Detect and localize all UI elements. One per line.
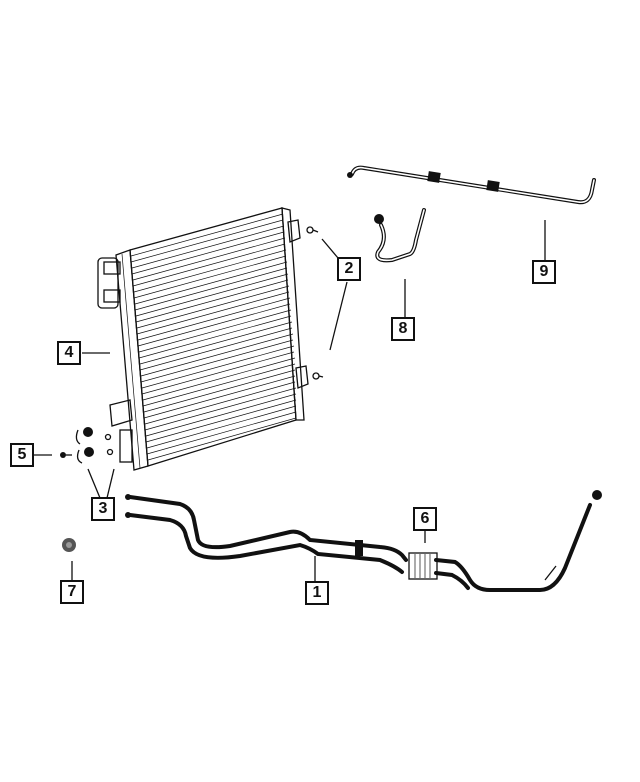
callout-8[interactable]: 8 bbox=[391, 317, 415, 341]
callout-2[interactable]: 2 bbox=[337, 257, 361, 281]
condenser-fittings bbox=[60, 427, 114, 464]
callout-9[interactable]: 9 bbox=[532, 260, 556, 284]
ac-condenser[interactable] bbox=[97, 207, 309, 471]
cooler-hose-line[interactable] bbox=[374, 208, 426, 263]
cooler-return-line[interactable] bbox=[347, 165, 596, 205]
transmission-cooler-lines[interactable] bbox=[125, 490, 602, 592]
callout-6[interactable]: 6 bbox=[413, 507, 437, 531]
leader-lines bbox=[34, 220, 546, 582]
transmission-oil-cooler[interactable] bbox=[408, 552, 438, 580]
callout-4[interactable]: 4 bbox=[57, 341, 81, 365]
callout-5[interactable]: 5 bbox=[10, 443, 34, 467]
callout-7[interactable]: 7 bbox=[60, 580, 84, 604]
callout-3[interactable]: 3 bbox=[91, 497, 115, 521]
bolt-upper bbox=[306, 226, 319, 234]
callout-1[interactable]: 1 bbox=[305, 581, 329, 605]
bolt-lower bbox=[312, 372, 324, 380]
nut bbox=[62, 538, 76, 552]
